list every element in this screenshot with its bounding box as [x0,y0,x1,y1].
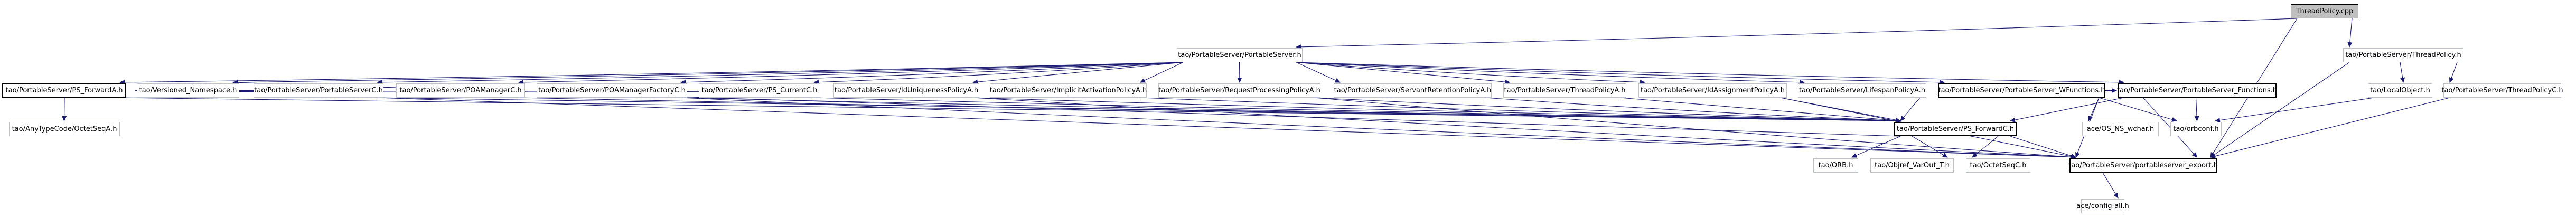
graph-node-octetseqa[interactable]: tao/AnyTypeCode/OctetSeqA.h [9,122,120,136]
edge-lifespanpolicya-to-ps_forwardc [1900,97,1921,121]
graph-node-localobject[interactable]: tao/LocalObject.h [2368,83,2432,98]
edge-portableserver_h-to-portableserver_functions [1296,62,2124,85]
graph-node-orb[interactable]: tao/ORB.h [1813,158,1858,173]
graph-node-poamanagerc[interactable]: tao/PortableServer/POAManagerC.h [396,83,525,98]
edge-portableserver_wfunctions-to-orbconf [2099,97,2177,122]
graph-node-portableserver_export[interactable]: tao/PortableServer/portableserver_export… [2068,158,2218,173]
graph-node-ps_forwardc[interactable]: tao/PortableServer/PS_ForwardC.h [1894,122,2017,136]
graph-node-threadpolicyc[interactable]: tao/PortableServer/ThreadPolicyC.h [2441,83,2563,98]
edge-threadpolicya-to-ps_forwardc [1619,97,1901,123]
graph-node-portableserver_wfunctions[interactable]: tao/PortableServer/PortableServer_WFunct… [1938,83,2105,98]
edge-poamanagerc-to-ps_forwardc [518,97,1901,124]
graph-node-requestprocessingpolicya[interactable]: tao/PortableServer/RequestProcessingPoli… [1158,83,1320,98]
edge-portableserver_functions-to-ps_forwardc [2010,97,2124,122]
graph-node-portableserverc[interactable]: tao/PortableServer/PortableServerC.h [254,83,383,98]
edge-ps_currentc-to-ps_forwardc [813,97,1901,124]
graph-node-objref_varout[interactable]: tao/Objref_VarOut_T.h [1870,158,1954,173]
edge-portableserver_h-to-implicitactivationpolicya [1140,62,1184,83]
graph-node-threadpolicya[interactable]: tao/PortableServer/ThreadPolicyA.h [1503,83,1626,98]
edge-portableserver_h-to-ps_currentc [813,62,1184,85]
graph-node-versioned_namespace[interactable]: tao/Versioned_Namespace.h [137,83,239,98]
graph-node-config_all[interactable]: ace/config-all.h [2076,199,2129,213]
edge-ps_forwardc-to-objref_varout [1912,136,1948,158]
edge-idassignmentpolicya-to-ps_forwardc [1780,97,1901,122]
graph-node-servantretentionpolicya[interactable]: tao/PortableServer/ServantRetentionPolic… [1334,83,1492,98]
graph-node-threadpolicy_h[interactable]: tao/PortableServer/ThreadPolicy.h [2343,48,2463,62]
edge-portableserver_h-to-lifespanpolicya [1296,62,1805,85]
edge-iduniquenesspolicya-to-ps_forwardc [972,97,1901,124]
graph-node-idassignmentpolicya[interactable]: tao/PortableServer/IdAssignmentPolicyA.h [1638,83,1787,98]
edge-portableserver_wfunctions-to-os_ns_wchar [2088,97,2100,121]
edge-threadpolicyc-to-portableserver_export [2210,97,2450,159]
graph-node-orbconf[interactable]: tao/orbconf.h [2170,122,2222,136]
edge-poamanagerfactoryc-to-portableserver_export [680,97,2076,160]
edge-portableserver_h-to-threadpolicya [1296,62,1510,84]
edge-portableserver_h-to-poamanagerc [518,62,1184,85]
edge-portableserverc-to-portableserver_export [377,97,2076,160]
edge-portableserver_h-to-iduniquenesspolicya [972,62,1184,84]
edge-portableserver_export-to-config_all [2102,172,2119,199]
edge-threadpolicy_h-to-portableserver_export [2210,62,2350,158]
graph-node-octetseqc[interactable]: tao/OctetSeqC.h [1966,158,2030,173]
edge-ps_forwarda-to-octetseqa [62,97,67,121]
graph-node-ps_forwarda[interactable]: tao/PortableServer/PS_ForwardA.h [2,83,126,98]
edge-poamanagerfactoryc-to-ps_forwardc [680,97,1901,124]
edge-localobject-to-orbconf [2215,97,2375,123]
edge-threadpolicy_cpp-to-threadpolicy_h [2347,18,2353,48]
graph-node-portableserver_functions[interactable]: tao/PortableServer/PortableServer_Functi… [2117,83,2277,98]
edge-implicitactivationpolicya-to-ps_forwardc [1140,97,1901,124]
edge-ps_forwardc-to-octetseqc [1972,136,1999,158]
edge-ps_forwardc-to-orb [1851,136,1901,158]
graph-node-lifespanpolicya[interactable]: tao/PortableServer/LifespanPolicyA.h [1798,83,1926,98]
edge-threadpolicy_h-to-threadpolicyc [2449,62,2458,83]
graph-node-portableserver_h[interactable]: tao/PortableServer/PortableServer.h [1177,48,1303,62]
edge-portableserver_h-to-servantretentionpolicya [1296,62,1341,83]
edge-servantretentionpolicya-to-ps_forwardc [1485,97,1901,124]
edge-portableserver_h-to-versioned_namespace [232,62,1184,85]
edge-portableserver_functions-to-orbconf [2194,97,2199,121]
edge-ps_forwardc-to-portableserver_export [2010,136,2076,158]
edge-requestprocessingpolicya-to-ps_forwardc [1314,97,1901,124]
edge-ps_forwarda-to-ps_forwardc [119,97,1901,124]
graph-node-iduniquenesspolicya[interactable]: tao/PortableServer/IdUniquenessPolicyA.h [833,83,979,98]
edge-portableserver_h-to-idassignmentpolicya [1296,62,1645,85]
edge-portableserver_h-to-ps_forwarda [119,62,1184,85]
edge-portableserverc-to-ps_forwardc [377,97,1901,124]
graph-node-ps_currentc[interactable]: tao/PortableServer/PS_CurrentC.h [699,83,820,98]
graph-node-os_ns_wchar[interactable]: ace/OS_NS_wchar.h [2082,122,2159,136]
graph-node-threadpolicy_cpp: ThreadPolicy.cpp [2291,4,2358,18]
edge-portableserver_h-to-poamanagerfactoryc [680,62,1184,85]
graph-node-implicitactivationpolicya[interactable]: tao/PortableServer/ImplicitActivationPol… [990,83,1147,98]
edge-threadpolicy_cpp-to-portableserver_h [1296,18,2298,50]
edge-portableserver_h-to-portableserverc [377,62,1184,85]
graph-node-poamanagerfactoryc[interactable]: tao/PortableServer/POAManagerFactoryC.h [537,83,687,98]
edge-portableserver_h-to-portableserver_wfunctions [1296,62,1945,85]
edge-threadpolicy_h-to-localobject [2400,62,2405,83]
